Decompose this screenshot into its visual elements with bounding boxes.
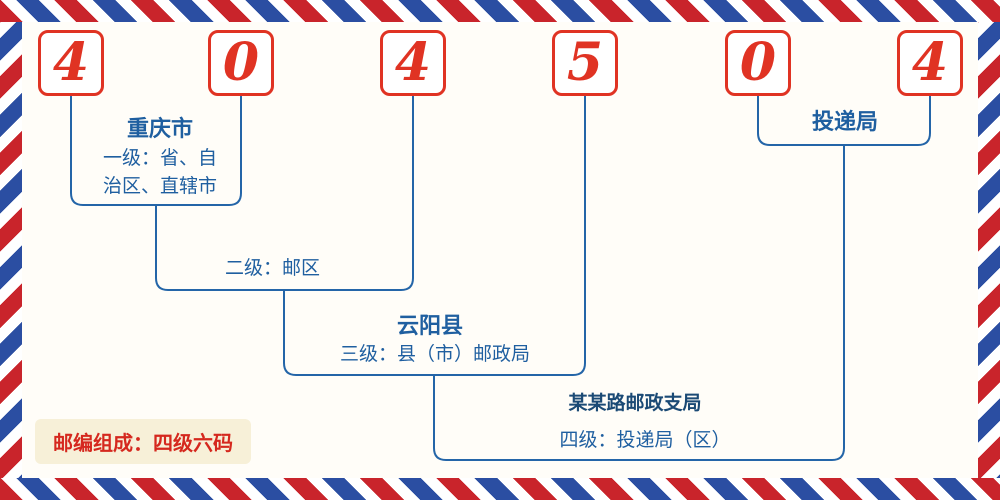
airmail-border-top	[0, 0, 1000, 22]
postal-digit-2: 0	[208, 30, 274, 96]
postal-digit-3: 4	[380, 30, 446, 96]
branch-office-label: 某某路邮政支局	[568, 392, 702, 414]
postal-digit-4: 5	[552, 30, 618, 96]
postal-digit-6: 4	[897, 30, 963, 96]
city-label: 重庆市	[126, 117, 193, 142]
airmail-border-bottom	[0, 478, 1000, 500]
airmail-border-left	[0, 0, 22, 500]
level4-connector	[433, 145, 845, 461]
postal-digit-1: 4	[38, 30, 104, 96]
delivery-office-label: 投递局	[811, 110, 878, 135]
level2-description: 二级：邮区	[224, 257, 320, 279]
airmail-border-right	[978, 0, 1000, 500]
county-label: 云阳县	[396, 314, 463, 339]
composition-badge: 邮编组成：四级六码	[35, 419, 251, 464]
level4-description: 四级：投递局（区）	[559, 429, 731, 451]
level1-description: 一级：省、自治区、直辖市	[102, 147, 217, 197]
level3-description: 三级：县（市）邮政局	[339, 343, 530, 365]
postal-digit-5: 0	[725, 30, 791, 96]
